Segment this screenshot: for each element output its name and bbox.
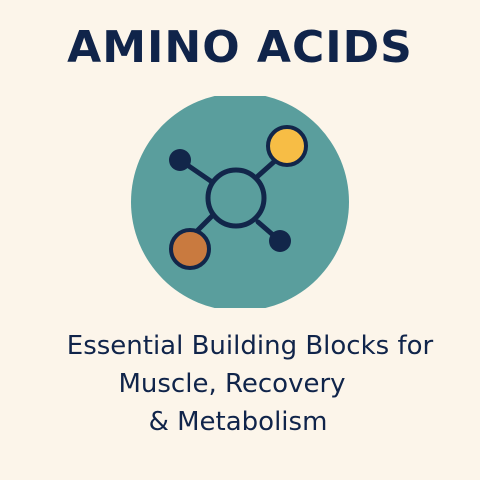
- navy-atom-top-left: [169, 149, 191, 171]
- navy-atom-bottom-right: [269, 230, 291, 252]
- subtitle-line-2: Muscle, Recovery: [118, 369, 346, 399]
- yellow-atom: [266, 125, 308, 167]
- subtitle-line-1: Essential Building Blocks for: [66, 331, 434, 361]
- molecule-icon: [130, 96, 350, 308]
- poster-title: AMINO ACIDS: [67, 22, 413, 73]
- molecule-icon-graphic: [131, 96, 349, 308]
- subtitle-line-3: & Metabolism: [148, 407, 328, 437]
- central-atom: [205, 167, 267, 229]
- orange-atom: [169, 228, 211, 270]
